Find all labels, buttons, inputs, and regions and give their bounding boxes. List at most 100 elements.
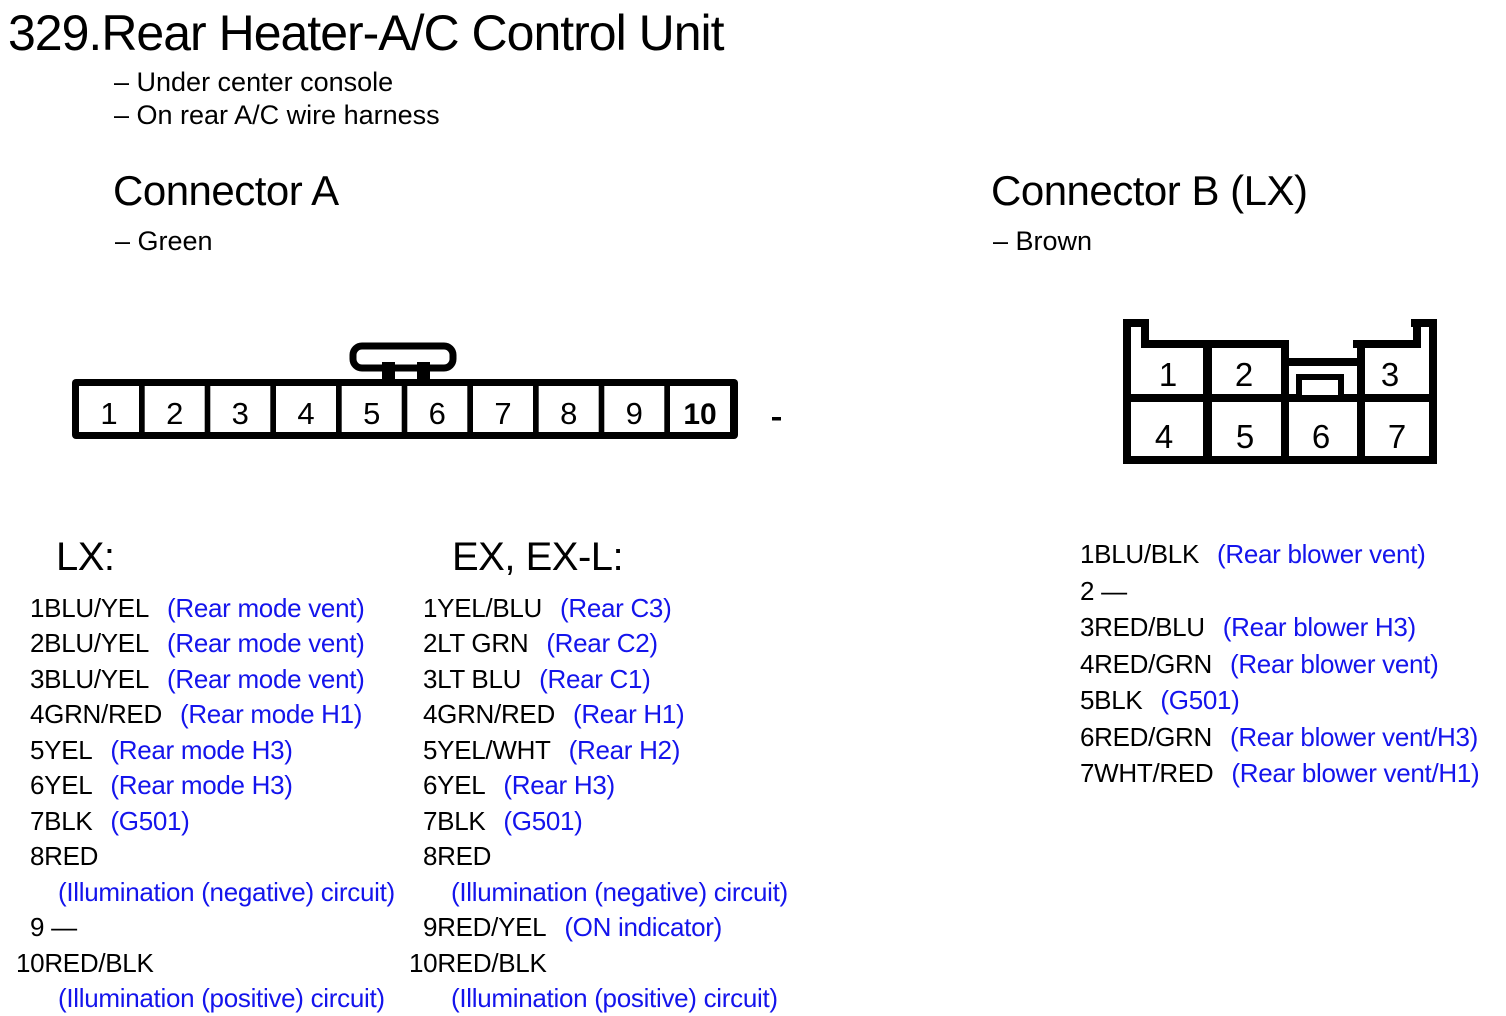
pin-row: (Illumination (positive) circuit) — [423, 981, 788, 1016]
pin-row: 3LT BLU (Rear C1) — [423, 662, 788, 697]
pin-number: 2 — [166, 396, 183, 431]
pin-row: 10RED/BLK — [409, 946, 788, 981]
pin-row: 9RED/YEL (ON indicator) — [423, 910, 788, 945]
pin-circuit: (Rear mode vent) — [167, 593, 365, 623]
pin-label: 6YEL — [423, 770, 486, 801]
page-title: 329.Rear Heater-A/C Control Unit — [8, 5, 725, 61]
pin-row: 1BLU/BLK(Rear blower vent) — [1080, 536, 1479, 573]
connector-a-diagram: 1 2 3 4 5 6 7 8 9 10 — [72, 342, 781, 439]
pin-number: 1 — [100, 396, 117, 431]
pin-circuit: (Rear mode H1) — [179, 699, 363, 730]
pin-row: 3RED/BLU (Rear blower H3) — [1080, 609, 1479, 646]
pin-row: 4GRN/RED(Rear mode H1) — [30, 697, 395, 732]
pin-row: 5BLK (G501) — [1080, 682, 1479, 719]
pin-circuit: (Rear mode H3) — [110, 770, 293, 801]
connector-a-pin-numbers: 1 2 3 4 5 6 7 8 9 10 — [100, 396, 716, 431]
pin-circuit: (Rear mode H3) — [110, 734, 293, 765]
pin-number: 4 — [1155, 418, 1173, 455]
pin-circuit: (Rear blower H3) — [1222, 612, 1416, 642]
connector-b-latch-icon — [1296, 374, 1344, 401]
pin-label: 4RED/GRN — [1080, 648, 1212, 679]
pin-row: 6YEL(Rear H3) — [423, 768, 788, 803]
pin-label: 2 — — [1080, 575, 1127, 606]
pin-circuit: (Rear C3) — [560, 593, 672, 623]
pin-number: 2 — [1235, 356, 1253, 393]
pin-circuit: (Rear blower vent/H3) — [1229, 721, 1478, 752]
pin-row: (Illumination (positive) circuit) — [30, 981, 395, 1016]
pin-label: 6YEL — [30, 770, 93, 801]
pin-row: 2LT GRN (Rear C2) — [423, 626, 788, 661]
connector-a-cavities — [79, 386, 730, 432]
connector-b-pin-numbers: 1 2 3 4 5 6 7 — [1155, 356, 1406, 455]
pin-label: 1YEL/BLU — [423, 593, 543, 623]
pin-circuit: (Rear H2) — [568, 734, 681, 765]
ex-heading: EX, EX-L: — [452, 535, 624, 579]
pin-label: 5YEL/WHT — [423, 734, 551, 765]
pin-circuit: (G501) — [503, 805, 583, 836]
pin-number: 6 — [429, 396, 446, 431]
pin-circuit: (Rear mode vent) — [167, 628, 365, 659]
pin-row: 8RED — [30, 839, 395, 874]
pin-row: 3BLU/YEL(Rear mode vent) — [30, 662, 395, 697]
pin-number: 5 — [363, 396, 380, 431]
pin-label: 6RED/GRN — [1080, 721, 1212, 752]
pin-row: 6RED/GRN (Rear blower vent/H3) — [1080, 719, 1479, 756]
pin-circuit: (Illumination (positive) circuit) — [451, 982, 778, 1013]
pin-row: 2BLU/YEL (Rear mode vent) — [30, 626, 395, 661]
location-note: – On rear A/C wire harness — [114, 100, 440, 130]
pin-circuit: (Rear blower vent) — [1229, 648, 1439, 679]
pin-label: 10RED/BLK — [409, 947, 547, 978]
pin-row: 1BLU/YEL(Rear mode vent) — [30, 591, 395, 626]
pin-circuit: (Rear H1) — [572, 699, 685, 730]
pin-label: 3LT BLU — [423, 663, 522, 694]
pin-label: 3RED/BLU — [1080, 612, 1205, 642]
pin-row: 9 — — [30, 910, 395, 945]
pin-row: 7BLK(G501) — [30, 804, 395, 839]
pin-number: 4 — [297, 396, 314, 431]
connector-a-tab-icon — [349, 342, 457, 382]
lx-pin-list: 1BLU/YEL(Rear mode vent) 2BLU/YEL (Rear m… — [16, 591, 395, 1016]
pin-row: 2 — — [1080, 573, 1479, 610]
pin-row: 10RED/BLK — [16, 946, 395, 981]
pin-circuit: (Rear blower vent) — [1217, 539, 1426, 569]
pin-number: 3 — [1381, 356, 1399, 393]
pin-circuit: (G501) — [1160, 685, 1240, 715]
pin-circuit: (Rear blower vent/H1) — [1231, 758, 1480, 788]
connector-a-color-note: – Green — [115, 226, 213, 256]
pin-row: 7WHT/RED (Rear blower vent/H1) — [1080, 755, 1480, 792]
pin-row: 1YEL/BLU (Rear C3) — [423, 591, 788, 626]
pin-number: 7 — [494, 396, 511, 431]
pin-label: 3BLU/YEL — [30, 663, 150, 694]
pin-circuit: (Illumination (positive) circuit) — [58, 982, 385, 1013]
pin-label: 2BLU/YEL — [30, 628, 150, 659]
connector-b-diagram: 1 2 3 4 5 6 7 — [1123, 319, 1437, 464]
pin-label: 8RED — [30, 841, 99, 872]
pin-label: 9 — — [30, 912, 77, 943]
pin-row: 5YEL (Rear mode H3) — [30, 733, 395, 768]
location-note: – Under center console — [114, 67, 394, 97]
pin-label: 5YEL — [30, 734, 93, 765]
pin-number: 6 — [1312, 418, 1330, 455]
pin-label: 5BLK — [1080, 685, 1143, 715]
pin-circuit: (ON indicator) — [564, 912, 722, 943]
pin-number: 10 — [683, 398, 716, 431]
connector-b-heading: Connector B (LX) — [991, 167, 1308, 214]
connector-b-color-note: – Brown — [993, 226, 1093, 256]
pin-label: 2LT GRN — [423, 628, 529, 659]
pin-circuit: (Illumination (negative) circuit) — [451, 876, 788, 907]
pin-circuit: (Rear C2) — [546, 628, 658, 659]
dash-mark — [772, 417, 781, 421]
pin-circuit: (G501) — [110, 805, 190, 836]
pin-row: 4RED/GRN (Rear blower vent) — [1080, 646, 1479, 683]
pin-label: 7WHT/RED — [1080, 758, 1214, 788]
pin-number: 7 — [1388, 418, 1406, 455]
pin-number: 8 — [560, 396, 577, 431]
pin-number: 9 — [626, 396, 643, 431]
pin-circuit: (Rear C1) — [539, 663, 651, 694]
ex-pin-list: 1YEL/BLU (Rear C3) 2LT GRN (Rear C2) 3LT B… — [409, 591, 788, 1016]
pin-row: 7BLK (G501) — [423, 804, 788, 839]
pin-label: 7BLK — [423, 805, 486, 836]
pin-number: 1 — [1159, 356, 1177, 393]
lx-heading: LX: — [56, 535, 115, 579]
pin-label: 9RED/YEL — [423, 912, 547, 943]
